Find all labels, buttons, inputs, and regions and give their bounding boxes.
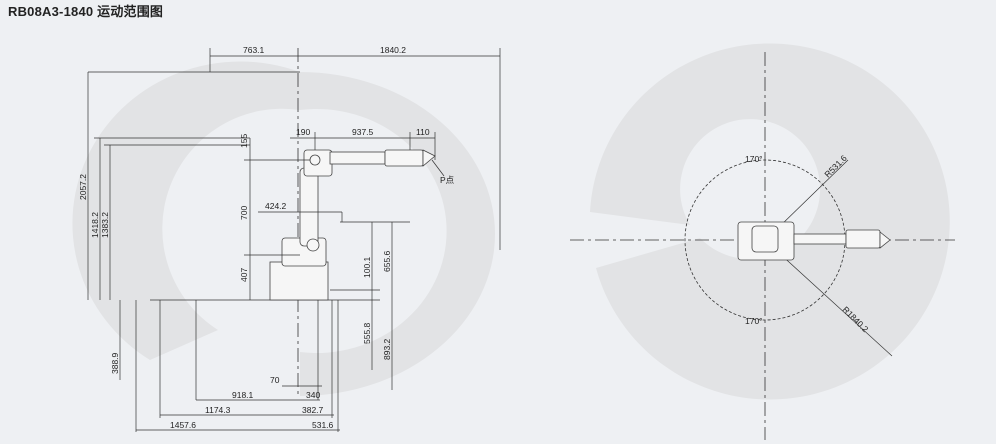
dim-918: 918.1 <box>232 390 254 400</box>
p-point-label: P点 <box>440 175 455 185</box>
dim-340: 340 <box>306 390 320 400</box>
dim-190: 190 <box>296 127 310 137</box>
dim-1457: 1457.6 <box>170 420 196 430</box>
robot-arm-side <box>269 149 436 301</box>
angle-bottom-label: 170° <box>745 316 763 326</box>
dim-893: 893.2 <box>382 338 392 360</box>
dim-555: 555.8 <box>362 322 372 344</box>
dim-70: 70 <box>270 375 280 385</box>
dim-424: 424.2 <box>265 201 287 211</box>
dim-1174: 1174.3 <box>205 405 231 415</box>
dim-2057: 2057.2 <box>78 174 88 200</box>
dim-155: 155 <box>239 134 249 148</box>
dim-655: 655.6 <box>382 250 392 272</box>
dim-1383: 1383.2 <box>100 212 110 238</box>
side-reach-envelope-left <box>72 61 300 360</box>
side-view: 763.1 1840.2 190 937.5 110 P点 155 7 <box>72 45 501 432</box>
dim-110: 110 <box>416 127 430 137</box>
dim-388: 388.9 <box>110 352 120 374</box>
dim-382: 382.7 <box>302 405 324 415</box>
robot-arm-top <box>737 221 891 261</box>
dim-1840: 1840.2 <box>380 45 406 55</box>
top-view: 170° 170° R531.6 R1840.2 <box>570 43 955 440</box>
dim-700: 700 <box>239 206 249 220</box>
angle-top-label: 170° <box>745 154 763 164</box>
dim-1418: 1418.2 <box>90 212 100 238</box>
page-title: RB08A3-1840 运动范围图 <box>8 4 164 19</box>
dim-937: 937.5 <box>352 127 374 137</box>
dim-407: 407 <box>239 268 249 282</box>
side-reach-envelope <box>300 72 495 396</box>
dim-763: 763.1 <box>243 45 265 55</box>
dim-531: 531.6 <box>312 420 334 430</box>
top-reach-envelope <box>590 43 950 400</box>
dim-100: 100.1 <box>362 256 372 278</box>
